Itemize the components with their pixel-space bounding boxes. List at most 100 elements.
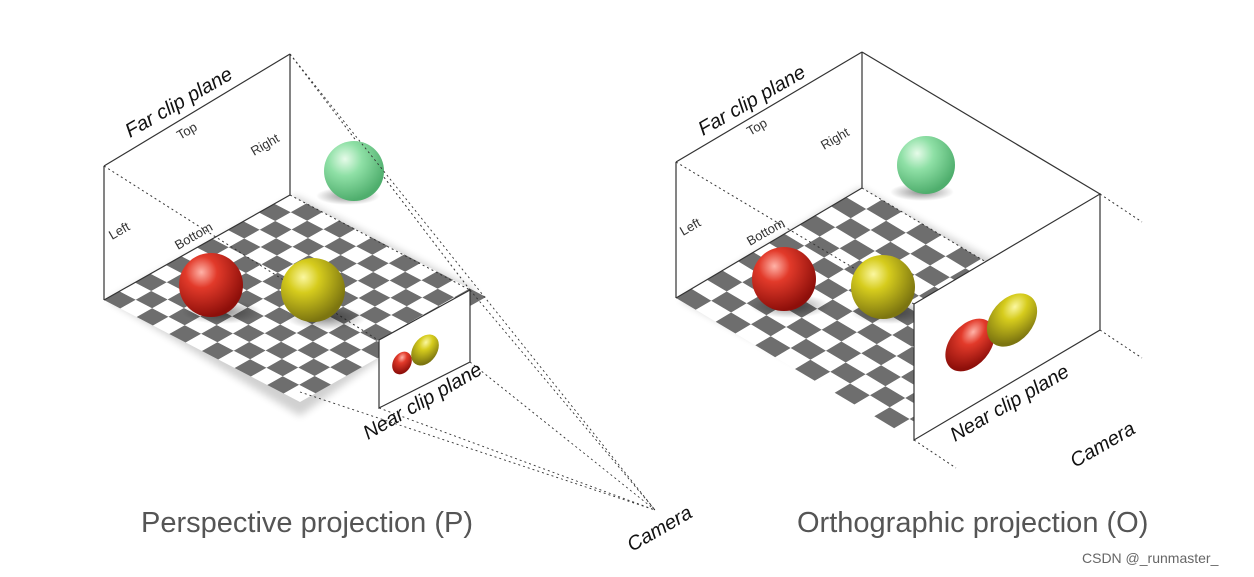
yellow-sphere [281,258,345,322]
floor-tile [406,280,438,298]
floor-tile [850,209,887,230]
near-red-sphere [392,351,412,375]
floor-tile [422,288,455,306]
floor-tile [876,335,913,356]
floor-tile [826,341,862,363]
floor-tile [340,246,373,264]
floor-tile [839,239,875,261]
floor-tile [267,376,300,394]
floor-tile [726,282,763,304]
floor-tile [855,230,891,251]
green-sphere [324,141,384,201]
floor-tile [755,336,791,358]
floor-tile [169,325,202,343]
floor-tile [854,395,890,417]
floor-tile [815,206,851,228]
floor-tile [277,246,309,264]
floor-tile [735,324,771,346]
floor-tile [715,312,751,334]
left-label: Left [677,215,704,239]
floor-tile [835,218,871,240]
floor-tile [722,261,758,283]
floor-tile [711,291,747,313]
floor-tile [881,356,917,377]
floor-tile [152,299,184,317]
floor-tile [914,265,950,287]
floor-tile [830,362,866,384]
floor-tile [329,341,362,359]
floor-tile [218,350,251,368]
floor-tile [217,333,250,351]
floor-tile [841,332,877,354]
ortho-box-frame [675,51,1101,299]
floor-tile [870,220,906,242]
floor-tile [308,246,341,264]
perspective-diagram: Far clip plane Top Right Left Bottom Nea… [103,53,697,557]
floor-tile [391,306,424,324]
floor-tile [342,280,375,298]
floor-tile [266,359,299,377]
floor-tile [886,211,922,233]
floor-tile [846,188,882,209]
floor-tile [308,229,340,247]
floor-tile [359,306,392,324]
floor-tile [135,291,168,309]
floor-tile [775,348,811,369]
floor-tile [945,247,981,269]
frustum-frame [103,53,291,301]
floor-tile [341,263,374,281]
left-label: Left [106,219,133,243]
floor-tile [374,280,406,298]
floor-tile [245,247,277,265]
floor-tile [795,359,831,381]
orthographic-caption: Orthographic projection (O) [797,507,1148,539]
floor-tile [421,271,454,289]
floor-tile [185,333,218,351]
floor-tile [357,272,390,290]
floor-tile [247,298,280,316]
floor-tile [325,255,357,273]
camera-label: Camera [624,502,697,557]
floor-tile [790,338,826,360]
floor-tile [857,323,893,345]
floor-tile [837,311,873,333]
floor-tile [405,263,437,281]
floor-tile [786,317,822,339]
floor-tile [202,342,234,360]
near-yellow-sphere [986,293,1038,347]
floor-tile [885,377,921,398]
floor-tile [813,278,849,300]
floor-tile [233,324,265,342]
floor-tile [184,316,217,334]
floor-tile [751,315,787,337]
floor-tile [437,280,470,298]
floor-tile [153,316,185,334]
floor-tile [358,289,391,307]
floor-tile [910,244,946,266]
floor-tile [281,333,313,351]
floor-tile [845,353,882,375]
floor-tile [275,212,308,230]
floor-tile [804,236,840,258]
right-label: Right [248,130,282,158]
floor-tile [330,358,362,376]
top-label: Top [174,119,200,142]
floor-tile [875,241,911,263]
floor-tile [345,349,378,367]
floor-tile [313,350,346,368]
floor-tile [850,374,886,396]
floor-tile [246,264,278,282]
floor-tile [234,359,267,377]
floor-tile [906,223,942,245]
floor-tile [291,220,324,238]
floor-tile [251,367,283,385]
floor-tile [344,332,377,350]
red-sphere [179,253,243,317]
floor-tile [819,227,856,249]
floor-tile [861,344,897,366]
floor-tile [389,271,422,289]
floor-tile [248,316,281,334]
top-label: Top [744,115,770,138]
floor-tile [930,256,966,278]
